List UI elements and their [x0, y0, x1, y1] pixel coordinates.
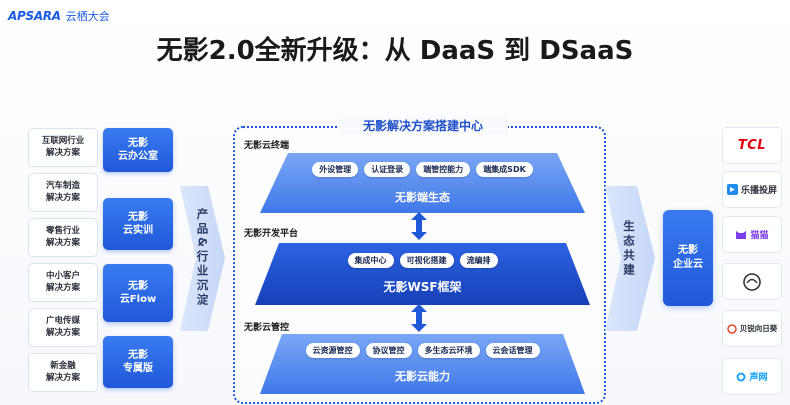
industry-label: 新金融 解决方案: [45, 361, 80, 383]
product-item: 无影 专属版: [103, 336, 173, 388]
chip-sdk: 端集成SDK: [476, 162, 533, 177]
chip-visual-builder: 可视化搭建: [399, 253, 454, 268]
industry-item: 广电传媒 解决方案: [28, 308, 98, 347]
chevron-shape: [605, 186, 655, 331]
up-down-arrow-icon: [411, 212, 427, 240]
industry-label: 中小客户 解决方案: [45, 271, 80, 293]
chip-peripheral: 外设管理: [312, 162, 359, 177]
sunlogin-logo-text: 贝锐向日葵: [739, 324, 778, 333]
layer-title: 无影WSF框架: [383, 280, 462, 294]
terminal-chips: 外设管理 认证登录 端管控能力 端集成SDK: [260, 162, 585, 177]
up-down-arrow-icon: [411, 304, 427, 332]
chevron-label: 产品&行业沉淀: [195, 208, 210, 309]
page-title: 无影2.0全新升级：从 DaaS 到 DSaaS: [156, 36, 634, 66]
logo-text: 云栖大会: [65, 10, 110, 23]
industry-item: 汽车制造 解决方案: [28, 173, 98, 212]
industry-item: 中小客户 解决方案: [28, 263, 98, 302]
enterprise-cloud-box: 无影 企业云: [663, 210, 713, 306]
product-label: 无影 云Flow: [119, 280, 157, 306]
chip-session-mgmt: 云会话管理: [485, 343, 540, 358]
industry-item: 零售行业 解决方案: [28, 218, 98, 257]
chip-endpoint-control: 端管控能力: [416, 162, 471, 177]
product-label: 无影 专属版: [123, 349, 153, 375]
partner-circle-logo: [722, 263, 782, 300]
section-control-label: 无影云管控: [244, 323, 290, 333]
wsf-framework-layer: 集成中心 可视化搭建 流编排 无影WSF框架: [255, 243, 590, 305]
lebo-logo-icon: [726, 184, 738, 195]
lebo-logo-text: 乐播投屏: [740, 186, 777, 196]
maomao-logo-icon: [736, 231, 747, 239]
product-item: 无影 云办公室: [103, 128, 173, 172]
wsf-chips: 集成中心 可视化搭建 流编排: [255, 253, 590, 268]
chip-auth: 认证登录: [364, 162, 411, 177]
chevron-shape: [180, 186, 225, 331]
layer-title: 无影云能力: [395, 370, 450, 383]
ecosystem-chevron: 生态共建: [605, 186, 655, 331]
agora-logo-icon: [737, 372, 746, 381]
layer-title: 无影端生态: [395, 191, 450, 204]
cloud-chips: 云资源管控 协议管控 多生态云环境 云会话管理: [260, 343, 585, 358]
terminal-ecosystem-layer: 外设管理 认证登录 端管控能力 端集成SDK 无影端生态: [260, 153, 585, 213]
logo-mark: APSARA: [8, 9, 61, 23]
product-item: 无影 云Flow: [103, 264, 173, 322]
section-platform-label: 无影开发平台: [244, 229, 299, 239]
product-label: 无影 云实训: [123, 211, 153, 237]
chip-multi-eco-env: 多生态云环境: [417, 343, 480, 358]
industry-label: 广电传媒 解决方案: [45, 316, 80, 338]
solution-center-title: 无影解决方案搭建中心: [338, 116, 508, 135]
product-label: 无影 云办公室: [118, 137, 158, 163]
industry-label: 汽车制造 解决方案: [45, 181, 80, 203]
agora-logo-text: 声网: [749, 373, 768, 383]
industry-label: 互联网行业 解决方案: [41, 136, 85, 158]
apsara-logo: APSARA 云栖大会: [8, 8, 110, 24]
chip-integration-center: 集成中心: [347, 253, 394, 268]
partner-maomao: 猫猫: [722, 216, 782, 253]
partner-agora: 声网: [722, 358, 782, 395]
chip-protocol-control: 协议管控: [365, 343, 412, 358]
section-terminal-label: 无影云终端: [244, 141, 290, 151]
industry-item: 互联网行业 解决方案: [28, 128, 98, 167]
layer-shape: [255, 243, 590, 305]
product-item: 无影 云实训: [103, 198, 173, 250]
sunlogin-logo-icon: [727, 323, 737, 334]
chevron-label: 生态共建: [622, 220, 636, 278]
tcl-logo-text: TCL: [737, 138, 767, 153]
circle-brand-logo-icon: [743, 272, 761, 291]
chip-flow-orchestration: 流编排: [459, 253, 498, 268]
product-industry-chevron: 产品&行业沉淀: [180, 186, 225, 331]
cloud-capability-layer: 云资源管控 协议管控 多生态云环境 云会话管理 无影云能力: [260, 334, 585, 394]
industry-item: 新金融 解决方案: [28, 353, 98, 392]
partner-sunlogin: 贝锐向日葵: [722, 310, 782, 347]
enterprise-cloud-label: 无影 企业云: [673, 245, 703, 270]
industry-label: 零售行业 解决方案: [45, 226, 80, 248]
partner-lebo: 乐播投屏: [722, 171, 782, 208]
maomao-logo-text: 猫猫: [750, 231, 769, 241]
partner-tcl: TCL: [722, 127, 782, 164]
chip-resource-control: 云资源管控: [305, 343, 360, 358]
